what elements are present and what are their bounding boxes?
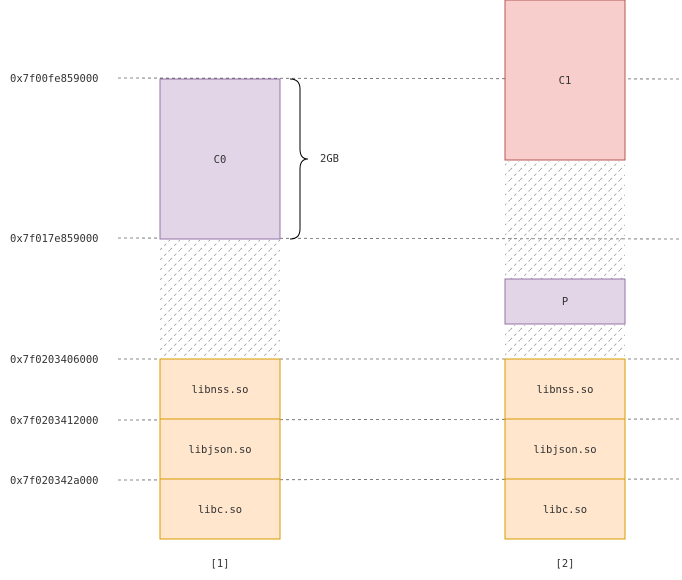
address-label: 0x7f017e859000 — [10, 233, 99, 245]
libc-label: libc.so — [198, 504, 242, 516]
libnss-block — [159, 358, 281, 420]
chunk-c1-label: C1 — [559, 75, 572, 87]
libnss-label: libnss.so — [192, 384, 249, 396]
libnss-label: libnss.so — [537, 384, 594, 396]
libc-block — [159, 478, 281, 540]
address-label: 0x7f00fe859000 — [10, 73, 99, 85]
chunk-c0-label: C0 — [214, 154, 227, 166]
libnss-block — [504, 358, 626, 420]
address-label: 0x7f0203412000 — [10, 415, 99, 427]
libjson-label: libjson.so — [533, 444, 596, 456]
address-label: 0x7f020342a000 — [10, 475, 99, 487]
size-brace — [289, 78, 309, 240]
libc-label: libc.so — [543, 504, 587, 516]
libjson-block — [159, 418, 281, 480]
column-1-caption: [1] — [211, 558, 230, 570]
column-1: C0 libnss.so libjson.so libc.so 2GB [1] — [159, 78, 339, 570]
chunk-c1-block — [504, 0, 626, 161]
unmapped-gap — [160, 240, 280, 358]
chunk-c0-block — [159, 78, 281, 240]
unmapped-gap — [505, 325, 625, 358]
libjson-block — [504, 418, 626, 480]
libc-block — [504, 478, 626, 540]
address-label: 0x7f0203406000 — [10, 354, 99, 366]
libjson-label: libjson.so — [188, 444, 251, 456]
column-2: C1 P libnss.so libjson.so libc.so [2] — [504, 0, 626, 570]
size-brace-label: 2GB — [320, 153, 339, 165]
unmapped-gap — [505, 161, 625, 279]
p-block — [504, 278, 626, 325]
column-2-caption: [2] — [556, 558, 575, 570]
p-block-label: P — [562, 296, 568, 308]
